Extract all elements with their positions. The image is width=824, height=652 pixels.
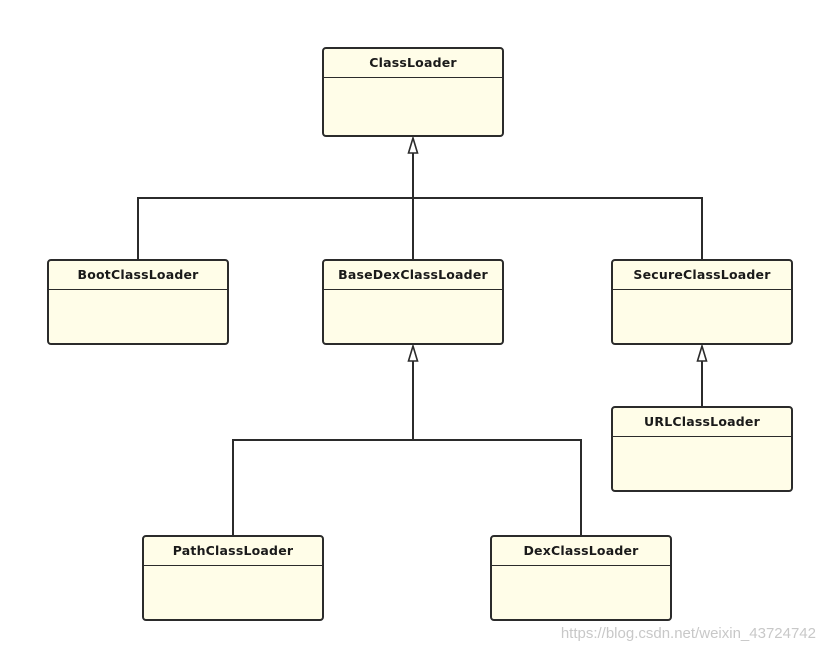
- class-pathclassloader: PathClassLoader: [142, 535, 324, 621]
- class-name-basedexclassloader: BaseDexClassLoader: [324, 261, 502, 290]
- class-name-bootclassloader: BootClassLoader: [49, 261, 227, 290]
- inheritance-arrow-classloader: [407, 135, 419, 154]
- class-name-pathclassloader: PathClassLoader: [144, 537, 322, 566]
- class-urlclassloader: URLClassLoader: [611, 406, 793, 492]
- class-dexclassloader: DexClassLoader: [490, 535, 672, 621]
- class-classloader: ClassLoader: [322, 47, 504, 137]
- watermark-text: https://blog.csdn.net/weixin_43724742: [560, 625, 816, 642]
- class-secureclassloader: SecureClassLoader: [611, 259, 793, 345]
- inheritance-arrow-secureclassloader: [696, 343, 708, 362]
- class-basedexclassloader: BaseDexClassLoader: [322, 259, 504, 345]
- inheritance-line-pathclassloader: [232, 439, 582, 535]
- class-name-secureclassloader: SecureClassLoader: [613, 261, 791, 290]
- class-name-urlclassloader: URLClassLoader: [613, 408, 791, 437]
- inheritance-arrow-basedexclassloader: [407, 343, 419, 362]
- class-name-classloader: ClassLoader: [324, 49, 502, 78]
- class-name-dexclassloader: DexClassLoader: [492, 537, 670, 566]
- inheritance-line-bootclassloader: [137, 197, 703, 259]
- class-bootclassloader: BootClassLoader: [47, 259, 229, 345]
